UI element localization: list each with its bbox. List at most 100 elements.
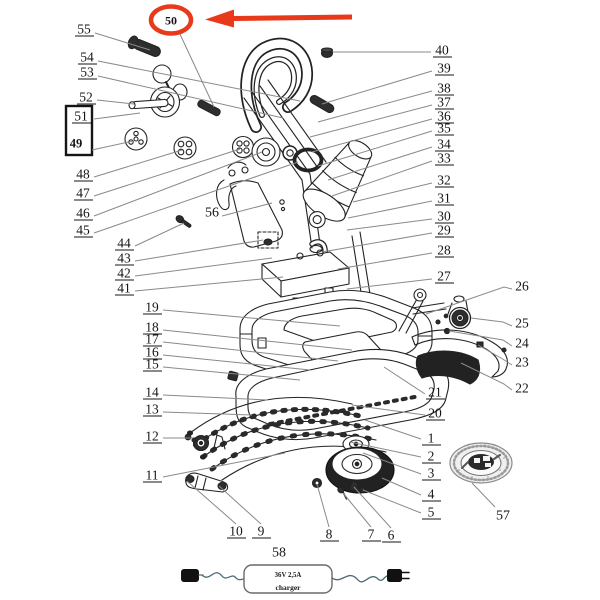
charger-wire-right — [331, 574, 388, 583]
leader-line-23 — [477, 344, 513, 366]
part-label-12: 12 — [145, 429, 159, 444]
leader-line-47 — [93, 148, 241, 197]
motor-assembly — [302, 139, 373, 229]
part-label-30: 30 — [437, 209, 451, 224]
part-label-29: 29 — [437, 223, 451, 238]
part-label-18: 18 — [145, 320, 159, 335]
part-label-40: 40 — [435, 43, 449, 58]
leader-line-25 — [470, 317, 513, 327]
brush-assembly — [311, 435, 395, 500]
red-highlight — [148, 4, 353, 36]
leader-line-50 — [178, 31, 215, 108]
part-label-20: 20 — [428, 406, 442, 421]
leader-line-39 — [321, 70, 433, 105]
charger-plug-right — [387, 569, 402, 582]
part-label-10: 10 — [229, 524, 243, 539]
part-label-52: 52 — [79, 90, 93, 105]
leader-line-2 — [349, 441, 422, 458]
leader-line-38 — [317, 90, 433, 123]
part-label-38: 38 — [437, 81, 451, 96]
leader-line-26 — [425, 286, 513, 315]
leader-line-1 — [364, 419, 422, 440]
caster-and-handle — [184, 432, 229, 493]
leader-line-57 — [471, 482, 496, 508]
bracket-plate-56 — [215, 161, 286, 249]
squeegee-assembly — [398, 288, 509, 385]
part-label-53: 53 — [80, 65, 94, 80]
part-label-7: 7 — [368, 527, 375, 542]
leader-line-49 — [91, 140, 134, 151]
leader-line-31 — [347, 200, 433, 219]
machine-illustration — [124, 35, 513, 594]
part-label-28: 28 — [437, 243, 451, 258]
leader-line-43 — [134, 239, 264, 262]
leader-line-28 — [337, 252, 433, 270]
leader-line-6 — [353, 486, 392, 529]
recovery-tray — [235, 348, 450, 441]
part-label-23: 23 — [515, 355, 529, 370]
highlight-arrow-shaft — [232, 14, 353, 21]
leader-line-7 — [342, 492, 372, 528]
leader-line-33 — [331, 160, 433, 197]
part-label-33: 33 — [437, 151, 451, 166]
leader-line-48 — [93, 149, 183, 178]
part-label-41: 41 — [117, 281, 131, 296]
part-label-49: 49 — [70, 137, 83, 151]
part-label-24: 24 — [515, 336, 529, 351]
leader-line-46 — [93, 151, 263, 217]
leader-line-19 — [162, 309, 341, 327]
highlight-circle — [148, 4, 194, 36]
charger-body — [243, 564, 333, 594]
part-label-3: 3 — [428, 466, 435, 481]
leader-line-37 — [309, 104, 433, 138]
clip-part — [227, 370, 239, 382]
part-label-42: 42 — [117, 266, 131, 281]
part-label-34: 34 — [437, 137, 451, 152]
charger-assembly — [181, 564, 410, 594]
part-label-31: 31 — [437, 191, 451, 206]
leader-line-5 — [362, 489, 422, 514]
leader-line-32 — [352, 182, 433, 203]
pad-driver-disc — [449, 442, 513, 484]
leader-line-35 — [317, 130, 433, 167]
part-label-58: 58 — [272, 546, 286, 561]
part-label-6: 6 — [388, 528, 395, 543]
leader-line-18 — [162, 329, 353, 351]
part-label-5: 5 — [428, 505, 435, 520]
leader-line-20 — [351, 404, 426, 416]
part-label-26: 26 — [515, 279, 529, 294]
leader-line-52 — [96, 99, 135, 105]
leader-line-45 — [93, 161, 299, 234]
leader-line-4 — [381, 477, 422, 496]
cap-40 — [320, 47, 334, 59]
charger-voltage-text: 36V 2,5A — [275, 572, 302, 579]
part-label-9: 9 — [258, 524, 265, 539]
leader-line-30 — [346, 218, 433, 231]
leader-line-53 — [97, 75, 284, 119]
screw-44 — [175, 215, 192, 228]
leader-lines — [72, 31, 513, 543]
leader-line-27 — [346, 278, 433, 290]
part-label-16: 16 — [145, 345, 159, 360]
part-label-2: 2 — [428, 449, 435, 464]
part-label-56: 56 — [205, 206, 219, 221]
part-label-47: 47 — [76, 186, 90, 201]
charger-plug-left — [181, 569, 199, 582]
part-label-22: 22 — [515, 381, 529, 396]
leader-line-51 — [93, 112, 141, 120]
part-label-19: 19 — [145, 300, 159, 315]
charger-label-text: charger — [276, 583, 302, 592]
leader-line-15 — [162, 366, 301, 381]
leader-line-41 — [134, 276, 284, 292]
leader-line-9 — [218, 485, 262, 525]
part-label-48: 48 — [76, 167, 90, 182]
group-box-49-51 — [64, 104, 94, 157]
part-label-17: 17 — [145, 332, 159, 347]
part-label-50: 50 — [165, 14, 177, 28]
part-label-55: 55 — [77, 22, 91, 37]
leader-line-54 — [97, 60, 301, 102]
leader-line-24 — [448, 330, 513, 347]
clover-discs — [124, 127, 255, 160]
leader-line-21 — [383, 366, 426, 395]
